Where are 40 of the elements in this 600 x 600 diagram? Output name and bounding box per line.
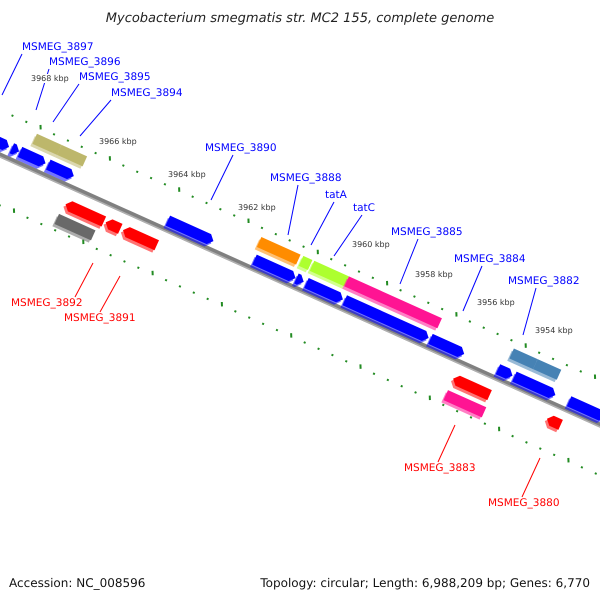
- leader-line: [334, 214, 362, 256]
- gene-name: tatC: [353, 202, 375, 215]
- leader-line: [310, 202, 334, 246]
- leader-line: [210, 154, 234, 200]
- gene-name: MSMEG_3882: [508, 275, 580, 288]
- gene-name: MSMEG_3880: [488, 497, 560, 510]
- gene-name: MSMEG_3894: [111, 87, 183, 100]
- position-tick-label: 3956 kbp: [477, 298, 515, 307]
- leader-line: [100, 276, 120, 312]
- gene-name: MSMEG_3888: [270, 172, 342, 185]
- position-tick-label: 3962 kbp: [238, 203, 276, 212]
- leader-line: [522, 458, 540, 498]
- leader-line: [438, 424, 456, 462]
- gene-name: MSMEG_3883: [404, 462, 476, 475]
- leader-line: [2, 54, 22, 96]
- position-tick-label: 3958 kbp: [415, 270, 453, 279]
- genome-info: Topology: circular; Length: 6,988,209 bp; Genes: 6,770: [260, 575, 590, 592]
- leader-line: [522, 288, 536, 336]
- position-tick-label: 3954 kbp: [535, 326, 573, 335]
- gene-name: MSMEG_3892: [11, 297, 83, 310]
- leader-line: [400, 238, 418, 284]
- leader-line: [462, 266, 482, 312]
- leader-line: [52, 84, 80, 122]
- leader-line: [80, 100, 112, 136]
- position-tick-label: 3960 kbp: [352, 240, 390, 249]
- gene-name: MSMEG_3891: [64, 312, 136, 325]
- leader-line: [74, 262, 94, 298]
- gene-name: MSMEG_3884: [454, 253, 526, 266]
- gene-name: MSMEG_3885: [391, 226, 463, 239]
- gene-name: MSMEG_3895: [79, 71, 151, 84]
- genome-info: Accession: NC_008596: [9, 575, 146, 592]
- gene-name: MSMEG_3897: [22, 41, 94, 54]
- gene-name: MSMEG_3890: [205, 142, 277, 155]
- position-tick-label: 3964 kbp: [168, 170, 206, 179]
- leader-line: [288, 184, 298, 236]
- diagram-title: Mycobacterium smegmatis str. MC2 155, complete genome: [104, 10, 496, 28]
- position-tick-label: 3966 kbp: [99, 137, 137, 146]
- gene-name: tatA: [325, 189, 347, 202]
- gene-name: MSMEG_3896: [49, 56, 121, 69]
- position-tick-label: 3968 kbp: [31, 74, 69, 83]
